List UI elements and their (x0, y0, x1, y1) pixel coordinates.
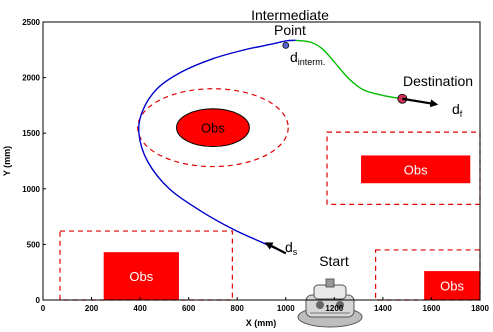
d-interm-subscript: interm. (298, 57, 326, 67)
x-tick-label-4: 800 (231, 304, 245, 313)
obstacle-label-2: Obs (129, 269, 153, 284)
x-tick-label-9: 1800 (471, 304, 489, 313)
plot-area-frame (42, 21, 481, 301)
robot-icon (297, 278, 363, 328)
x-tick-label-5: 1000 (277, 304, 295, 313)
start-label: Start (319, 253, 349, 269)
obstacle-label-0: Obs (201, 121, 225, 136)
direction-arrow-1 (402, 97, 439, 108)
d-interm-label: dinterm. (290, 49, 325, 67)
intermediate-point-label-line2: Point (274, 22, 306, 38)
x-axis-label: X (mm) (246, 318, 277, 328)
x-tick-label-3: 600 (182, 304, 196, 313)
obstacle-0 (176, 108, 250, 148)
x-tick-label-7: 1400 (374, 304, 392, 313)
safety-zone-0 (137, 88, 289, 168)
intermediate-marker (282, 41, 290, 49)
intermediate-point-label-line1: Intermediate (251, 7, 329, 23)
d-s-label: ds (285, 239, 298, 257)
obstacle-1 (361, 155, 471, 184)
obstacle-3 (424, 271, 480, 300)
trajectory-line-1 (295, 39, 403, 100)
obstacle-2 (103, 252, 179, 300)
x-tick-label-1: 200 (85, 304, 99, 313)
y-tick-label-3: 1500 (22, 129, 40, 138)
direction-arrow-0 (264, 242, 287, 255)
y-tick-label-4: 2000 (22, 74, 40, 83)
x-tick-label-6: 1200 (325, 304, 343, 313)
y-tick-label-2: 1000 (22, 185, 40, 194)
y-tick-label-5: 2500 (22, 18, 40, 27)
x-tick-label-2: 400 (133, 304, 147, 313)
x-tick-label-0: 0 (41, 304, 46, 313)
obstacle-label-3: Obs (440, 279, 464, 294)
d-f-label: df (452, 101, 463, 119)
x-tick-label-8: 1600 (423, 304, 441, 313)
y-tick-label-1: 500 (27, 240, 41, 249)
y-axis-label: Y (mm) (2, 146, 12, 176)
y-tick-label-0: 0 (36, 296, 41, 305)
trajectory-line-0 (137, 39, 296, 254)
destination-label: Destination (403, 73, 473, 89)
d-s-subscript: s (293, 247, 298, 257)
d-f-subscript: f (460, 109, 463, 119)
obstacle-label-1: Obs (404, 162, 428, 177)
